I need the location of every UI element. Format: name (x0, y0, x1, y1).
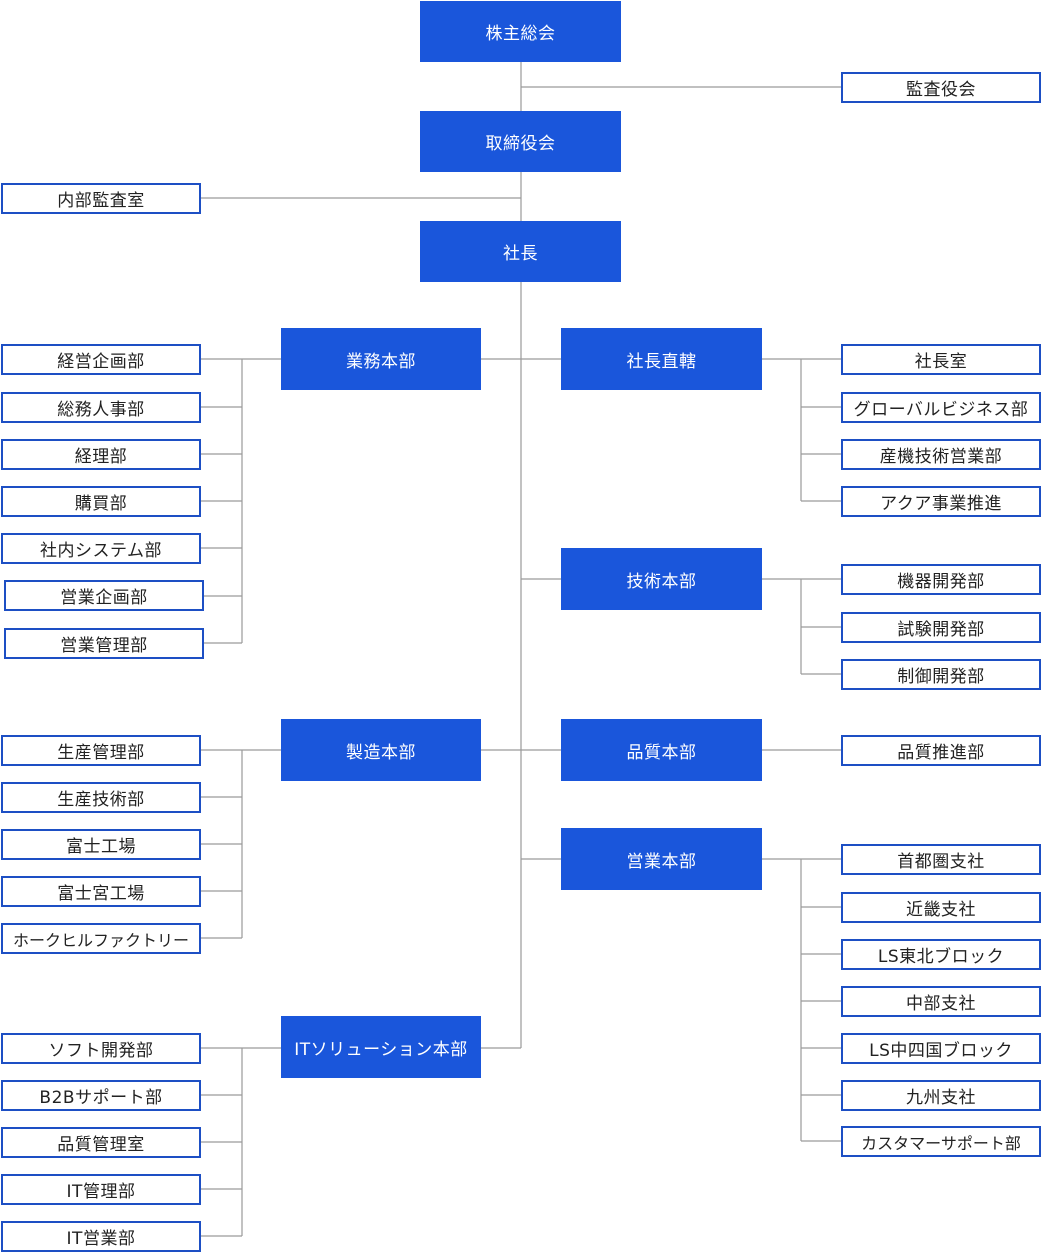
sales-dept-box: 首都圏支社 (841, 844, 1041, 875)
mfg-dept-box: 富士工場 (1, 829, 201, 860)
internal-audit-box: 内部監査室 (1, 183, 201, 214)
president-direct-box: 社長直轄 (561, 328, 762, 390)
tech-dept-box: 機器開発部 (841, 564, 1041, 595)
it-solutions-hq-box: ITソリューション本部 (281, 1016, 481, 1078)
business-dept-box: 営業企画部 (4, 580, 204, 611)
direct-dept-box: 社長室 (841, 344, 1041, 375)
mfg-dept-box: 富士宮工場 (1, 876, 201, 907)
it-dept-box: B2Bサポート部 (1, 1080, 201, 1111)
it-dept-box: IT管理部 (1, 1174, 201, 1205)
business-dept-box: 社内システム部 (1, 533, 201, 564)
manufacturing-hq-box: 製造本部 (281, 719, 481, 781)
quality-dept-box: 品質推進部 (841, 735, 1041, 766)
business-dept-box: 購買部 (1, 486, 201, 517)
business-dept-box: 経理部 (1, 439, 201, 470)
shareholders-meeting-box: 株主総会 (420, 1, 621, 62)
it-dept-box: IT営業部 (1, 1221, 201, 1252)
business-dept-box: 総務人事部 (1, 392, 201, 423)
it-dept-box: 品質管理室 (1, 1127, 201, 1158)
sales-dept-box: LS中四国ブロック (841, 1033, 1041, 1064)
board-of-directors-box: 取締役会 (420, 111, 621, 172)
sales-dept-box: LS東北ブロック (841, 939, 1041, 970)
sales-dept-box: 近畿支社 (841, 892, 1041, 923)
tech-hq-box: 技術本部 (561, 548, 762, 610)
president-box: 社長 (420, 221, 621, 282)
it-dept-box: ソフト開発部 (1, 1033, 201, 1064)
direct-dept-box: 産機技術営業部 (841, 439, 1041, 470)
sales-hq-box: 営業本部 (561, 828, 762, 890)
sales-dept-box: カスタマーサポート部 (841, 1126, 1041, 1157)
direct-dept-box: アクア事業推進 (841, 486, 1041, 517)
mfg-dept-box: 生産管理部 (1, 735, 201, 766)
mfg-dept-box: ホークヒルファクトリー (1, 923, 201, 954)
business-hq-box: 業務本部 (281, 328, 481, 390)
tech-dept-box: 制御開発部 (841, 659, 1041, 690)
quality-hq-box: 品質本部 (561, 719, 762, 781)
board-of-auditors-box: 監査役会 (841, 72, 1041, 103)
sales-dept-box: 九州支社 (841, 1080, 1041, 1111)
business-dept-box: 営業管理部 (4, 628, 204, 659)
tech-dept-box: 試験開発部 (841, 612, 1041, 643)
business-dept-box: 経営企画部 (1, 344, 201, 375)
direct-dept-box: グローバルビジネス部 (841, 392, 1041, 423)
mfg-dept-box: 生産技術部 (1, 782, 201, 813)
sales-dept-box: 中部支社 (841, 986, 1041, 1017)
